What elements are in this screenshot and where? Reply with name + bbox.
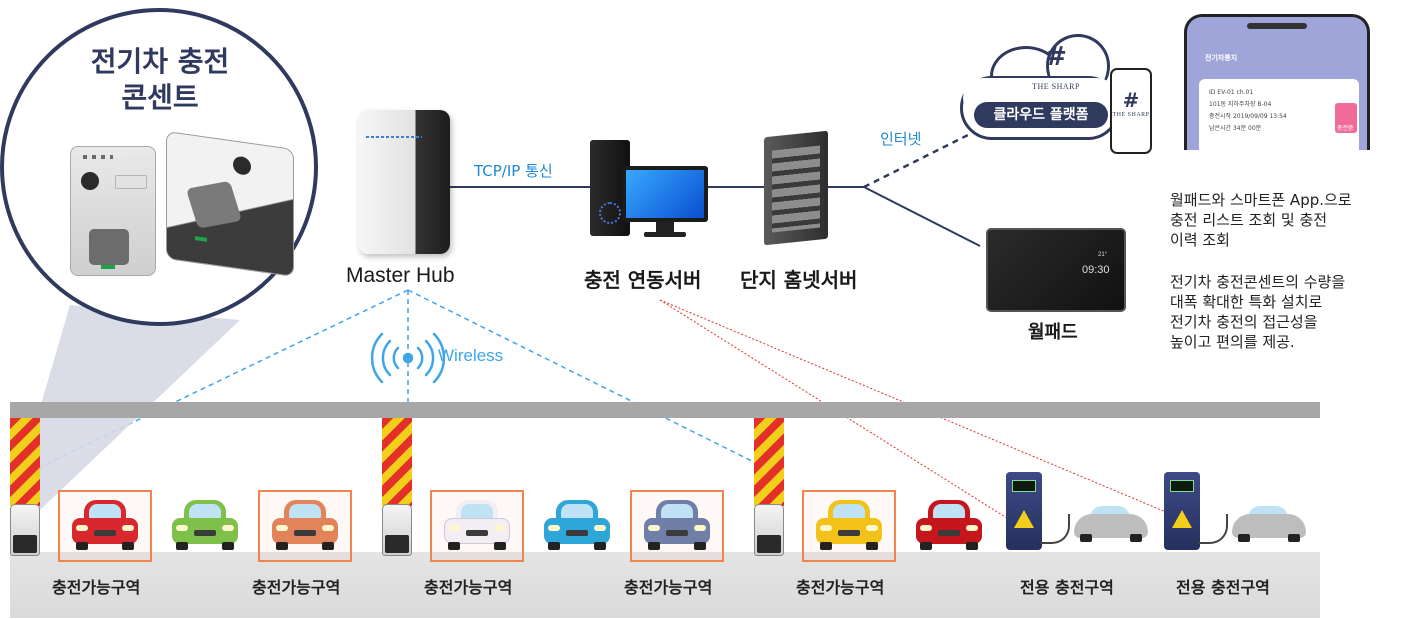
ceiling-beam [10,402,1320,418]
wireless-line-right [407,289,771,471]
charging-outlet [382,504,412,556]
pillar [754,418,784,506]
charging-outlet [754,504,784,556]
tcpip-label: TCP/IP 통신 [474,162,553,180]
cloud-platform-label: 클라우드 플랫폼 [974,102,1108,128]
desc-line: 이력 조회 [1170,231,1230,249]
app-elapsed: 남은시간 34분 00분 [1209,125,1262,132]
wallpad-label: 월패드 [1028,322,1078,343]
ev-charging-station [1164,472,1200,550]
zone-label-chargeable: 충전가능구역 [796,578,885,597]
junction-to-wallpad-cable [863,186,981,247]
the-sharp-logo-icon: # [1045,42,1067,72]
car-dark-red [916,500,982,550]
pillar [10,418,40,506]
app-start: 충전시작 2019/09/09 13:54 [1209,113,1287,120]
charge-server-label: 충전 연동서버 [584,268,702,292]
master-hub-label: Master Hub [346,264,455,287]
outlet-front-image [70,146,156,276]
app-title: 전기차통지 [1205,54,1238,62]
charging-cable [1040,514,1070,544]
car-red [72,500,138,550]
zone-label-chargeable: 충전가능구역 [52,578,141,597]
ev-charging-station [1006,472,1042,550]
charging-outlet [10,504,40,556]
server-to-ev-line-1 [659,299,1011,521]
wallpad-clock: 09:30 [1082,264,1110,276]
cloud-brand: THE SHARP [1032,82,1080,91]
car-green [172,500,238,550]
zone-label-chargeable: 충전가능구역 [624,578,713,597]
homenet-server-label: 단지 홈넷서버 [740,268,858,292]
charge-server-monitor [622,166,708,222]
app-screen-phone: 전기차통지 ID EV-01 ch.01 101동 지하주차장 B-04 충전시… [1184,14,1370,150]
outlet-angled-image [166,131,294,277]
description-para1: 월패드와 스마트폰 App.으로 충전 리스트 조회 및 충전 이력 조회 [1170,190,1352,250]
car-white [444,500,510,550]
ev-sports-car [1232,502,1306,542]
phone-brand: THE SHARP [1112,112,1150,118]
desc-line: 월패드와 스마트폰 App.으로 [1170,191,1352,209]
outlet-title-line2: 콘센트 [121,81,199,114]
desc-line: 높이고 편의를 제공. [1170,333,1295,351]
desc-line: 충전 리스트 조회 및 충전 [1170,211,1328,229]
wallpad-temp: 21° [1098,252,1108,258]
server-to-ev-line-2 [659,299,1167,513]
car-steel-blue [644,500,710,550]
smartphone-icon: # THE SHARP [1110,68,1152,154]
car-blue [544,500,610,550]
app-location: 101동 지하주차장 B-04 [1209,101,1272,108]
desc-line: 대폭 확대한 특화 설치로 [1170,293,1323,311]
ev-sports-car [1074,502,1148,542]
charging-cable [1198,514,1228,544]
app-charging-button[interactable]: 충전중 [1335,103,1357,133]
car-yellow [816,500,882,550]
zone-label-chargeable: 충전가능구역 [424,578,513,597]
desc-line: 전기차 충전의 접근성을 [1170,313,1318,331]
app-charging-label: 충전중 [1337,125,1354,132]
desc-line: 전기차 충전콘센트의 수량을 [1170,273,1346,291]
parking-floor [10,552,1320,618]
zone-label-dedicated: 전용 충전구역 [1176,578,1270,597]
app-charge-card: ID EV-01 ch.01 101동 지하주차장 B-04 충전시작 2019… [1199,79,1359,150]
zone-label-chargeable: 충전가능구역 [252,578,341,597]
outlet-callout-title: 전기차 충전 콘센트 [60,44,260,116]
wireless-icon [370,332,446,384]
zone-label-dedicated: 전용 충전구역 [1020,578,1114,597]
wallpad-device: 21° 09:30 [986,228,1126,312]
description-para2: 전기차 충전콘센트의 수량을 대폭 확대한 특화 설치로 전기차 충전의 접근성… [1170,272,1345,352]
pillar [382,418,412,506]
app-id: ID EV-01 ch.01 [1209,89,1254,96]
internet-label: 인터넷 [880,130,922,148]
homenet-server-rack [764,130,828,246]
internet-dashed-link [863,132,971,189]
wireless-label: Wireless [438,346,504,365]
car-orange [272,500,338,550]
outlet-title-line1: 전기차 충전 [90,45,230,78]
master-hub-device [358,110,450,254]
